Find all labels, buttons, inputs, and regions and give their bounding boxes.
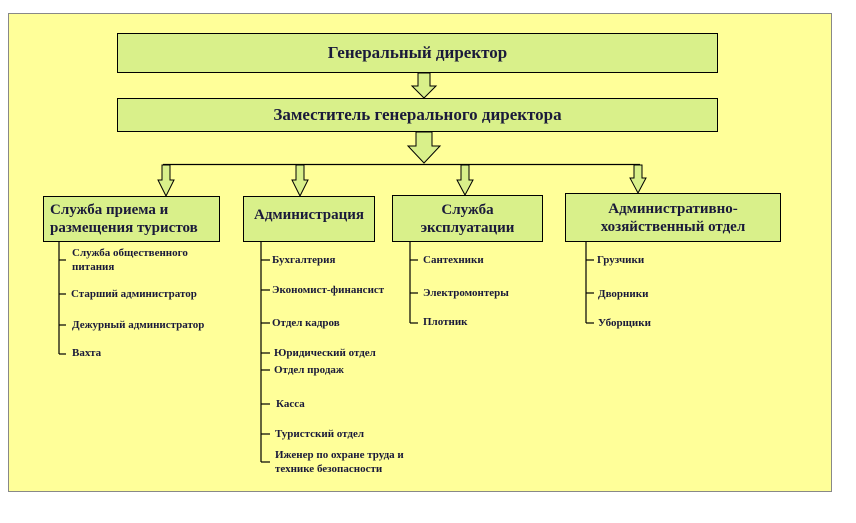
list-item: Иженер по охране труда и технике безопас… [275,449,404,476]
department-box-maintenance: Служба эксплуатации [392,195,543,242]
list-item: Отдел кадров [272,317,340,329]
list-item: Вахта [72,347,102,359]
list-item: Дворники [598,288,649,300]
list-item: Плотник [423,316,468,328]
arrow-down-icon [291,164,309,198]
general-director-box: Генеральный директор [117,33,718,73]
list-item: Туристский отдел [275,428,365,440]
department-box-household: Административно-хозяйственный отдел [565,193,781,242]
department-box-reception: Служба приема и размещения туристов [43,196,220,242]
list-item: Бухгалтерия [272,254,336,266]
list-item: Дежурный администратор [72,319,205,331]
list-item: Грузчики [597,254,645,266]
arrow-down-icon [629,164,647,195]
arrow-down-icon [157,164,175,198]
arrow-down-icon [456,164,474,197]
list-item: Уборщики [598,317,651,329]
arrow-down-icon [406,131,442,164]
list-item: Отдел продаж [274,364,344,376]
list-item: Электромонтеры [423,287,509,299]
list-item: Юридический отдел [274,347,376,359]
list-item: Касса [276,398,305,410]
deputy-director-box: Заместитель генерального директора [117,98,718,132]
list-item: Служба общественного питания [72,247,188,274]
arrow-down-icon [410,72,438,99]
list-item: Экономист-финансист [272,284,385,296]
list-item: Сантехники [423,254,484,266]
department-box-administration: Администрация [243,196,375,242]
list-item: Старший администратор [71,288,197,300]
